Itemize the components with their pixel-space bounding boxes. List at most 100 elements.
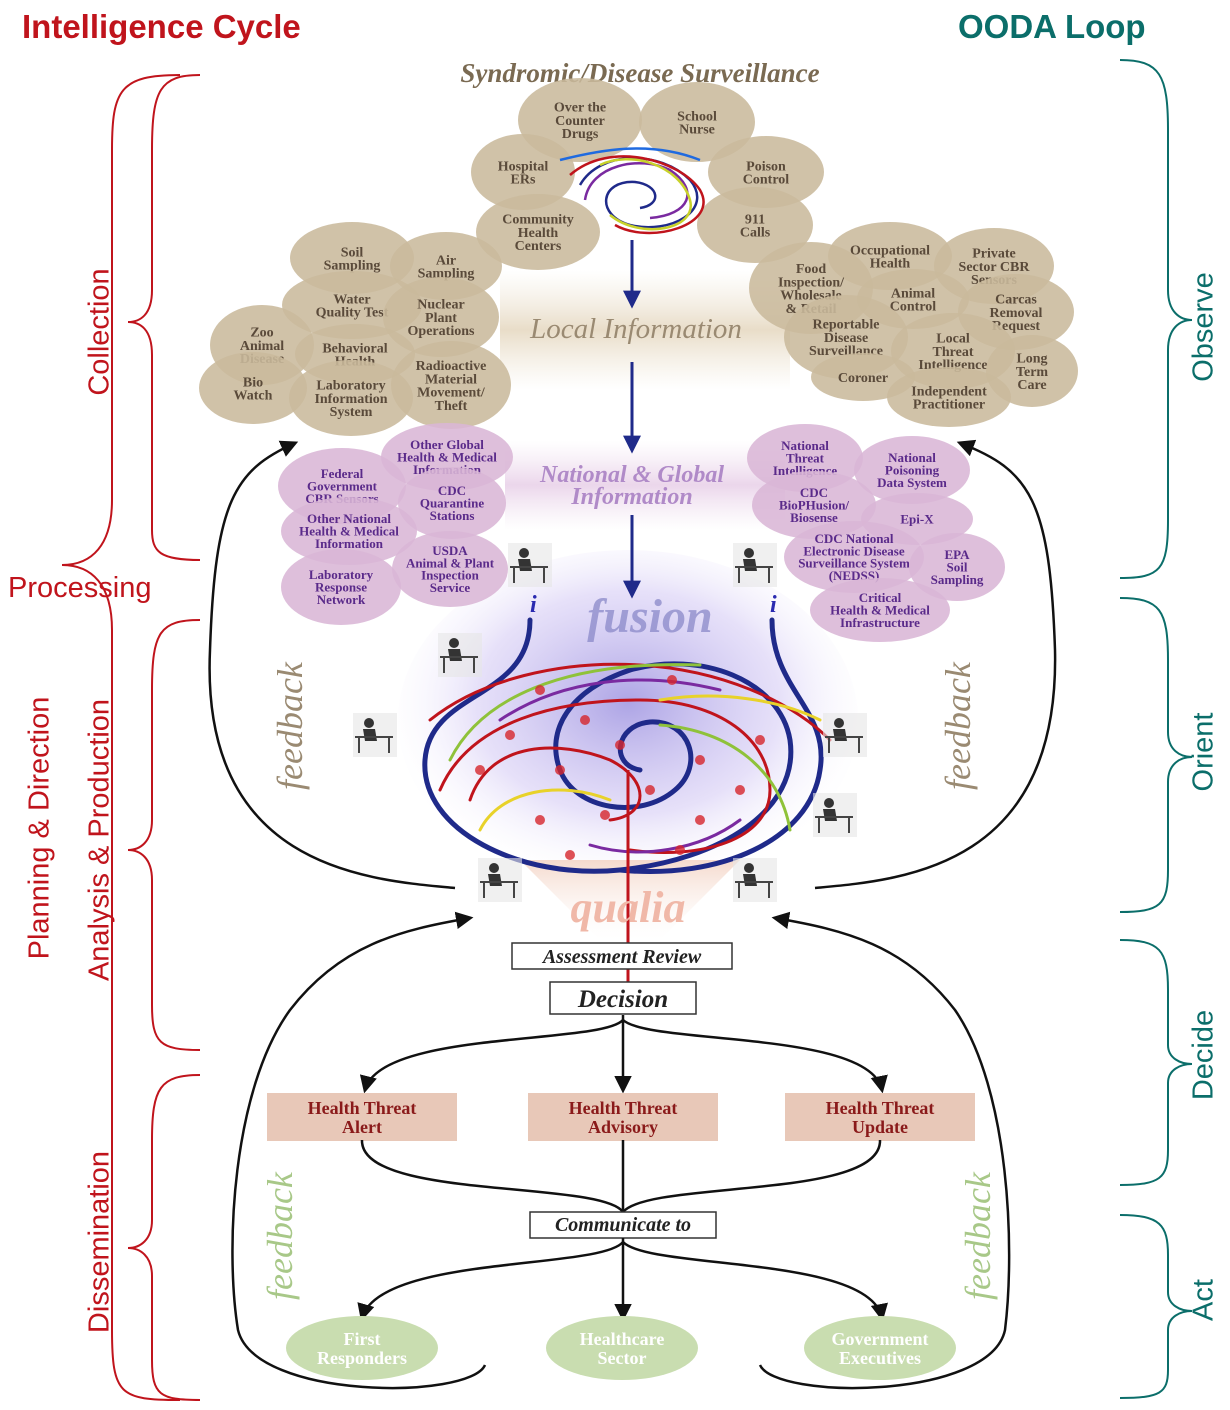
recipient-label-0-0: First bbox=[344, 1329, 381, 1349]
national-title-line2: Information bbox=[570, 484, 692, 510]
decision-branches bbox=[359, 1015, 888, 1094]
lr-label-5-1: Disease bbox=[824, 331, 868, 346]
lr-bubble-7 bbox=[986, 335, 1078, 407]
analyst-icon-7 bbox=[733, 858, 777, 902]
nl-label-0-1: Health & Medical bbox=[397, 450, 497, 465]
nl-label-2-0: CDC bbox=[438, 483, 466, 498]
recipient-label-2-0: Government bbox=[832, 1329, 929, 1349]
fusion-glow bbox=[398, 550, 858, 890]
ll-label-0-1: Sampling bbox=[324, 259, 381, 274]
intelligence-cycle-header: Intelligence Cycle bbox=[22, 8, 301, 45]
nl-label-2-1: Quarantine bbox=[420, 496, 485, 511]
surv-label-0-2: Drugs bbox=[562, 127, 599, 142]
lr-label-1-1: Sector CBR bbox=[959, 260, 1031, 275]
recipient-bubble-2 bbox=[804, 1316, 956, 1380]
nl-label-5-1: Response bbox=[315, 580, 367, 595]
analyst-icon-5 bbox=[813, 793, 857, 837]
feedback-label-upper-right: feedback bbox=[938, 661, 978, 790]
ll-label-1-0: Air bbox=[436, 253, 456, 268]
recipient-bubble-1 bbox=[546, 1316, 698, 1380]
nl-label-5-2: Network bbox=[317, 592, 366, 607]
output-box-1 bbox=[528, 1093, 718, 1141]
national-title-line1: National & Global bbox=[539, 462, 724, 488]
nr-label-6-1: Health & Medical bbox=[830, 603, 930, 618]
assessment-review-box bbox=[511, 942, 733, 970]
collection-bracket bbox=[127, 74, 201, 561]
nr-label-1-2: Data System bbox=[877, 475, 947, 490]
nl-bubble-2 bbox=[398, 467, 506, 539]
surv-label-0-1: Counter bbox=[555, 114, 605, 129]
ll-bubble-7 bbox=[199, 352, 307, 424]
communicate-box bbox=[529, 1211, 717, 1239]
analyst-icon-2 bbox=[438, 633, 482, 677]
surv-label-0-0: Over the bbox=[554, 101, 606, 116]
nl-label-4-3: Service bbox=[430, 580, 471, 595]
communicate-label: Communicate to bbox=[555, 1214, 691, 1236]
decision-box bbox=[549, 981, 697, 1015]
ll-label-7-0: Bio bbox=[243, 375, 263, 390]
ll-label-0-0: Soil bbox=[341, 245, 364, 260]
lr-label-3-1: Control bbox=[890, 300, 937, 315]
dissemination-bracket bbox=[127, 1074, 201, 1401]
feedback-arrow-lower-right bbox=[758, 911, 1011, 1390]
lr-label-9-1: Practitioner bbox=[913, 398, 985, 413]
lr-bubble-8 bbox=[811, 353, 915, 401]
surv-label-4-1: Health bbox=[518, 226, 559, 241]
ll-bubble-6 bbox=[391, 341, 511, 429]
nr-label-5-1: Soil bbox=[947, 560, 968, 575]
nr-bubble-4 bbox=[784, 521, 924, 593]
surv-bubble-2 bbox=[471, 134, 575, 210]
lr-label-6-1: Threat bbox=[933, 345, 974, 360]
output-label-0-1: Alert bbox=[342, 1117, 382, 1137]
nl-bubble-5 bbox=[281, 549, 401, 625]
output-box-0 bbox=[267, 1093, 457, 1141]
nr-label-5-0: EPA bbox=[944, 547, 970, 562]
ll-label-6-1: Material bbox=[425, 372, 477, 387]
output-label-0-0: Health Threat bbox=[308, 1098, 417, 1118]
ll-label-6-2: Movement/ bbox=[417, 386, 486, 401]
feedback-arrow-upper-right bbox=[814, 439, 1057, 890]
surv-label-1-1: Nurse bbox=[679, 123, 715, 138]
nl-label-2-2: Stations bbox=[430, 508, 475, 523]
output-box-2 bbox=[785, 1093, 975, 1141]
nr-label-4-1: Electronic Disease bbox=[803, 543, 904, 558]
lr-label-6-0: Local bbox=[936, 332, 970, 347]
ll-label-3-0: Nuclear bbox=[417, 298, 464, 313]
feedback-arrow-lower-left bbox=[231, 911, 487, 1390]
nr-label-2-1: BioPHusion/ bbox=[779, 498, 849, 513]
lr-label-2-1: Inspection/ bbox=[778, 275, 845, 290]
feedback-label-upper-left: feedback bbox=[270, 661, 310, 790]
local-information-band bbox=[500, 270, 790, 390]
intelligence-cycle-outer-bracket bbox=[61, 74, 181, 1401]
nr-label-1-1: Poisoning bbox=[885, 463, 940, 478]
nl-label-1-0: Federal bbox=[321, 466, 364, 481]
recipient-bubble-0 bbox=[286, 1316, 438, 1380]
recipient-label-0-1: Responders bbox=[317, 1348, 407, 1368]
decide-bracket bbox=[1119, 939, 1193, 1186]
lr-label-7-0: Long bbox=[1016, 352, 1047, 367]
analyst-icon-3 bbox=[353, 713, 397, 757]
analyst-icon-0 bbox=[508, 543, 552, 587]
surv-label-5-1: Calls bbox=[740, 226, 771, 241]
lr-label-1-0: Private bbox=[972, 247, 1016, 262]
ll-bubble-8 bbox=[289, 360, 413, 436]
nr-label-6-0: Critical bbox=[859, 590, 902, 605]
ll-label-8-2: System bbox=[330, 405, 373, 420]
analyst-icon-1 bbox=[733, 543, 777, 587]
lr-label-9-0: Independent bbox=[911, 384, 987, 399]
act-bracket bbox=[1119, 1214, 1193, 1399]
surv-label-4-2: Centers bbox=[515, 239, 562, 254]
nl-label-5-0: Laboratory bbox=[309, 567, 374, 582]
